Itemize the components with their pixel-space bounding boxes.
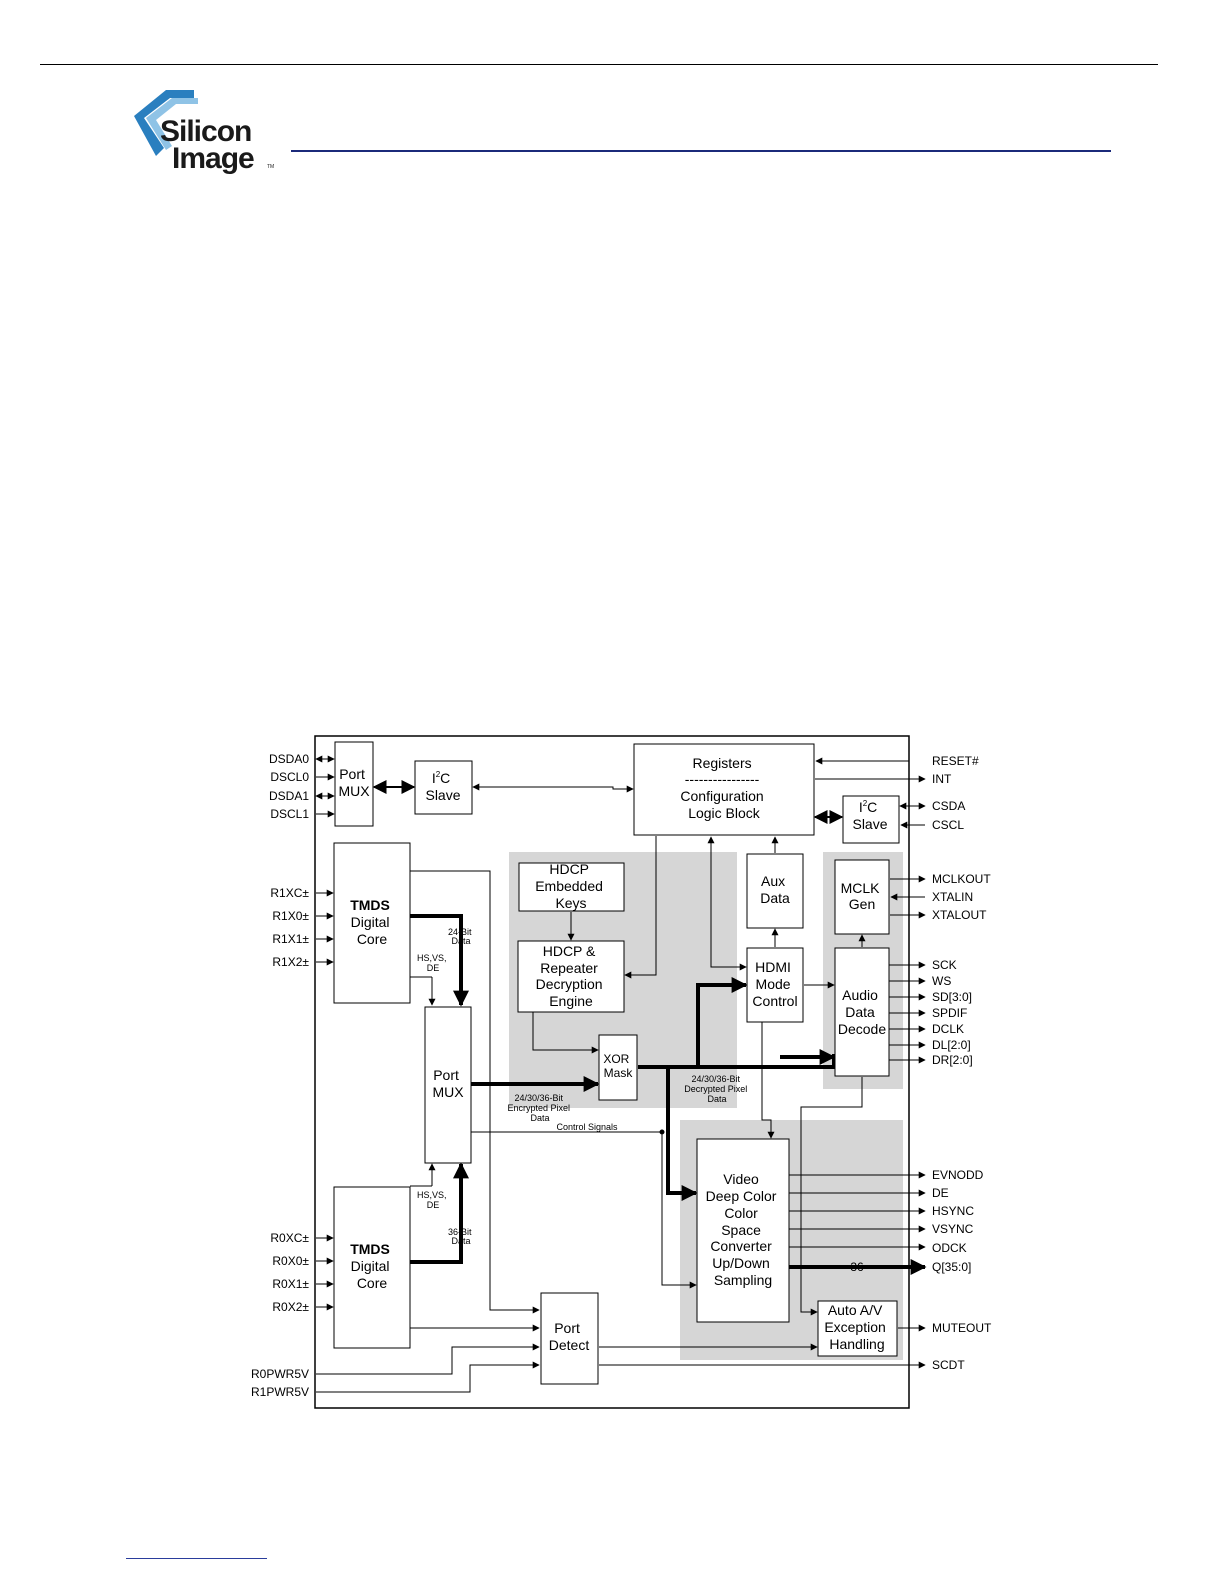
port-mux-mid-box xyxy=(424,1006,472,1164)
pin-reset: RESET# xyxy=(932,754,979,768)
pin-muteout: MUTEOUT xyxy=(932,1321,992,1335)
encrypted-label: 24/30/36-Bit Encrypted Pixel Data xyxy=(507,1093,572,1123)
hdcp-engine-box xyxy=(517,940,625,1013)
hdcp-engine-label: HDCP & Repeater Decryption Engine xyxy=(536,943,607,1009)
pin-sck: SCK xyxy=(932,958,957,972)
pin-q: Q[35:0] xyxy=(932,1260,971,1274)
pin-dclk: DCLK xyxy=(932,1022,964,1036)
hdmi-mode-box xyxy=(746,947,804,1023)
pin-dsda1: DSDA1 xyxy=(269,789,309,803)
pin-dscl0: DSCL0 xyxy=(270,770,309,784)
footer-link-underline xyxy=(126,1558,267,1559)
xor-mask-box xyxy=(598,1034,638,1101)
video-box xyxy=(696,1138,790,1323)
pin-r0pwr5v: R0PWR5V xyxy=(251,1367,309,1381)
pin-r1x0: R1X0± xyxy=(272,909,309,923)
i2c-slave-right-label: I2C Slave xyxy=(852,799,887,832)
i2c-slave-top-label: I2C Slave xyxy=(425,770,460,803)
pin-r1x1: R1X1± xyxy=(272,932,309,946)
port-mux-top-box xyxy=(334,741,374,827)
pin-dscl1: DSCL1 xyxy=(270,807,309,821)
pin-r1xc: R1XC± xyxy=(270,886,309,900)
logo-mark-icon: Silicon Image TM xyxy=(134,90,274,175)
hdmi-mode-label: HDMI Mode Control xyxy=(752,959,797,1009)
pin-mclkout: MCLKOUT xyxy=(932,872,991,886)
hsvsde-bottom-label: HS,VS, DE xyxy=(417,1190,449,1210)
hdcp-keys-label: HDCP Embedded Keys xyxy=(535,861,607,911)
data24-label: 24-Bit Data xyxy=(448,927,474,946)
decrypted-label: 24/30/36-Bit Decrypted Pixel Data xyxy=(684,1074,750,1104)
pin-r0x1: R0X1± xyxy=(272,1277,309,1291)
data36-label: 36-Bit Data xyxy=(448,1227,474,1246)
pin-odck: ODCK xyxy=(932,1241,967,1255)
pin-sd: SD[3:0] xyxy=(932,990,972,1004)
pin-dl: DL[2:0] xyxy=(932,1038,971,1052)
pin-xtalout: XTALOUT xyxy=(932,908,987,922)
pin-csda: CSDA xyxy=(932,799,965,813)
top-rule xyxy=(40,64,1158,65)
tmds-top-box xyxy=(333,842,411,1004)
bus36-label: 36 xyxy=(850,1260,864,1274)
mclk-gen-box xyxy=(834,859,890,935)
pin-r1pwr5v: R1PWR5V xyxy=(251,1385,309,1399)
control-signals-label: Control Signals xyxy=(556,1122,618,1132)
aux-data-box xyxy=(746,853,804,929)
port-mux-mid-label: Port MUX xyxy=(432,1067,464,1100)
registers-box xyxy=(633,743,815,836)
xor-mask-label: XOR Mask xyxy=(603,1052,633,1080)
pin-evnodd: EVNODD xyxy=(932,1168,984,1182)
pin-cscl: CSCL xyxy=(932,818,964,832)
pin-xtalin: XTALIN xyxy=(932,890,973,904)
pin-r0xc: R0XC± xyxy=(270,1231,309,1245)
tmds-top-label: TMDS Digital Core xyxy=(350,897,394,947)
pin-r0x2: R0X2± xyxy=(272,1300,309,1314)
pin-hsync: HSYNC xyxy=(932,1204,974,1218)
logo-text-image: Image xyxy=(172,142,254,175)
silicon-image-logo: Silicon Image TM xyxy=(128,86,278,181)
hsvsde-top-label: HS,VS, DE xyxy=(417,953,449,973)
hdcp-keys-box xyxy=(518,862,625,912)
i2c-slave-top-box xyxy=(414,760,473,815)
pin-vsync: VSYNC xyxy=(932,1222,974,1236)
tmds-bottom-box xyxy=(333,1186,411,1349)
pin-spdif: SPDIF xyxy=(932,1006,967,1020)
tmds-bottom-label: TMDS Digital Core xyxy=(350,1241,394,1291)
i2c-slave-right-box xyxy=(842,795,900,844)
logo-text-silicon: Silicon xyxy=(160,115,251,148)
pin-r0x0: R0X0± xyxy=(272,1254,309,1268)
aux-data-label: Aux Data xyxy=(760,873,790,906)
registers-label: Registers ---------------- Configuration… xyxy=(680,755,767,821)
pin-dr: DR[2:0] xyxy=(932,1053,973,1067)
logo-trademark: TM xyxy=(267,164,274,170)
port-detect-box xyxy=(540,1292,599,1385)
chip-outline xyxy=(314,735,910,1409)
header-rule xyxy=(291,150,1111,152)
pin-int: INT xyxy=(932,772,952,786)
port-detect-label: Port Detect xyxy=(549,1320,590,1353)
pin-ws: WS xyxy=(932,974,951,988)
auto-av-label: Auto A/V Exception Handling xyxy=(824,1302,889,1352)
pin-de: DE xyxy=(932,1186,949,1200)
audio-decode-box xyxy=(834,947,890,1077)
audio-decode-label: Audio Data Decode xyxy=(838,987,886,1037)
mclk-gen-label: MCLK Gen xyxy=(841,880,884,912)
pin-dsda0: DSDA0 xyxy=(269,752,309,766)
port-mux-top-label: Port MUX xyxy=(338,766,370,799)
pin-r1x2: R1X2± xyxy=(272,955,309,969)
pin-scdt: SCDT xyxy=(932,1358,965,1372)
video-label: Video Deep Color Color Space Converter U… xyxy=(706,1171,781,1288)
auto-av-box xyxy=(817,1300,898,1357)
